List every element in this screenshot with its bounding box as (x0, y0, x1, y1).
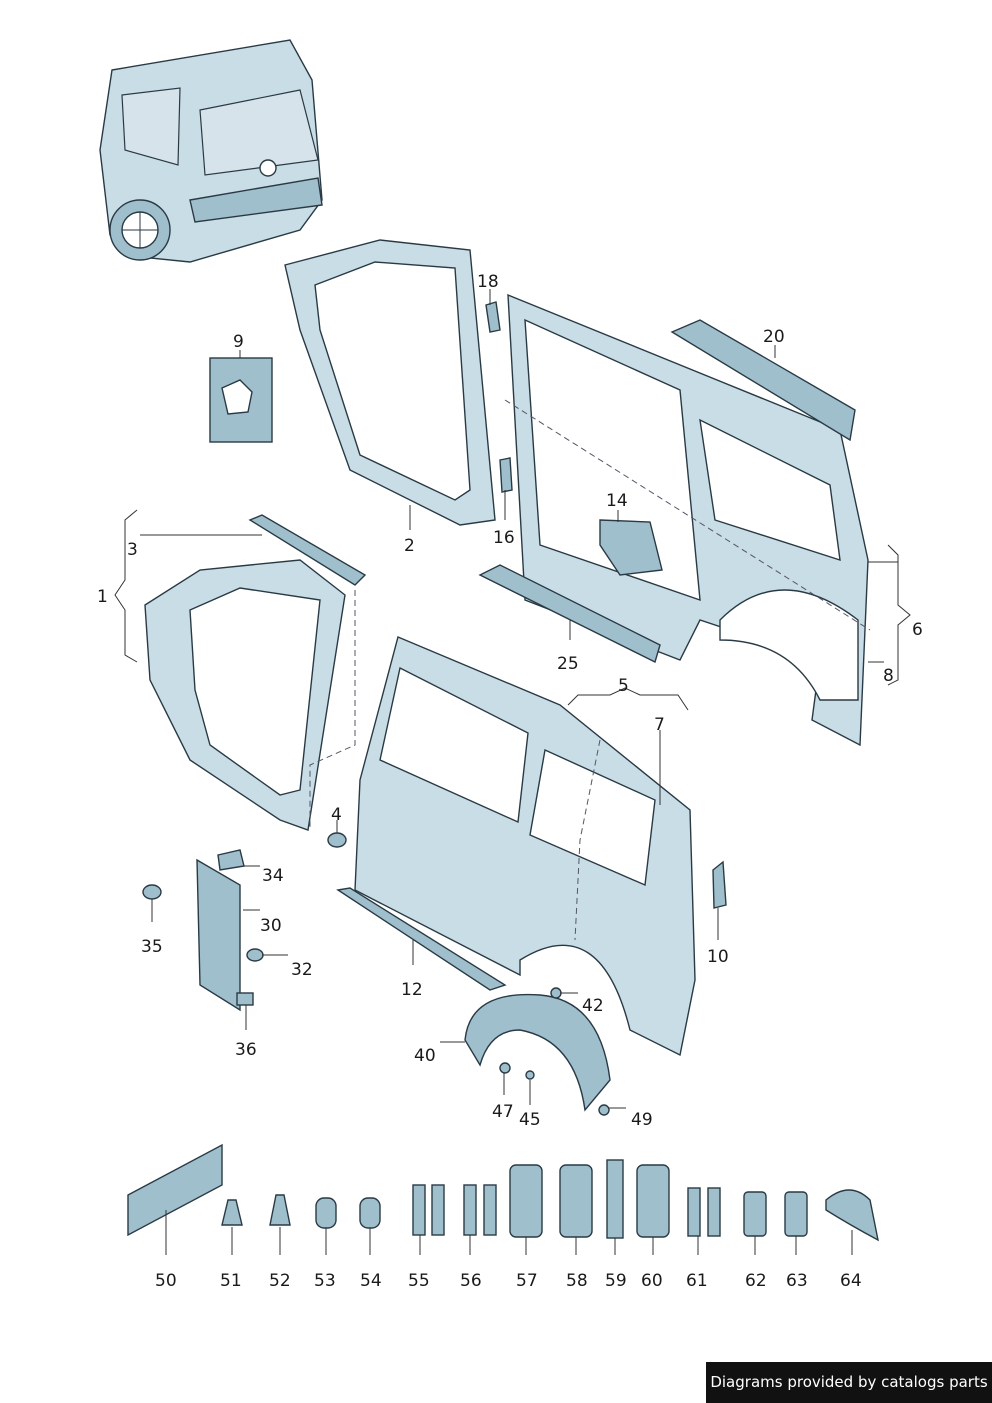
callout-40: 40 (414, 1046, 436, 1066)
fasteners (142, 832, 347, 1006)
callout-57: 57 (516, 1271, 538, 1291)
callout-labels: 1 2 3 4 5 6 7 8 9 10 12 14 16 18 20 25 3… (97, 272, 923, 1291)
callout-60: 60 (641, 1271, 663, 1291)
callout-45: 45 (519, 1110, 541, 1130)
brace-1 (114, 509, 138, 663)
consumables-row (127, 1143, 879, 1242)
callout-64: 64 (840, 1271, 862, 1291)
van-illustration (99, 39, 323, 263)
callout-32: 32 (291, 960, 313, 980)
bracket-14-part (599, 519, 663, 576)
wheelhouse-liner-40-part (464, 993, 611, 1112)
callout-14: 14 (606, 491, 628, 511)
callout-16: 16 (493, 528, 515, 548)
callout-42: 42 (582, 996, 604, 1016)
callout-8: 8 (883, 666, 894, 686)
callout-2: 2 (404, 536, 415, 556)
bracket-16-part (499, 457, 513, 493)
callout-9: 9 (233, 332, 244, 352)
callout-6: 6 (912, 620, 923, 640)
outer-door-frame-part (144, 514, 367, 831)
reinforcement-plate-part (209, 357, 273, 443)
callout-5: 5 (618, 676, 629, 696)
callout-54: 54 (360, 1271, 382, 1291)
leader-lines (140, 289, 898, 1255)
callout-47: 47 (492, 1102, 514, 1122)
sill-25-part (478, 564, 661, 663)
callout-25: 25 (557, 654, 579, 674)
callout-35: 35 (141, 937, 163, 957)
callout-56: 56 (460, 1271, 482, 1291)
callout-30: 30 (260, 916, 282, 936)
brace-5 (567, 687, 689, 711)
callout-53: 53 (314, 1271, 336, 1291)
rear-inner-panel-part (507, 293, 869, 747)
callout-59: 59 (605, 1271, 627, 1291)
pillar-30-part (196, 858, 241, 1012)
callout-3: 3 (127, 540, 138, 560)
callout-1: 1 (97, 587, 108, 607)
callout-10: 10 (707, 947, 729, 967)
brace-6 (887, 544, 911, 686)
callout-58: 58 (566, 1271, 588, 1291)
callout-63: 63 (786, 1271, 808, 1291)
callout-7: 7 (654, 715, 665, 735)
liner-fasteners (499, 987, 610, 1116)
callout-20: 20 (763, 327, 785, 347)
callout-50: 50 (155, 1271, 177, 1291)
dashed-leaders (309, 399, 871, 941)
callout-18: 18 (477, 272, 499, 292)
callout-52: 52 (269, 1271, 291, 1291)
clip-34-part (217, 849, 245, 871)
inner-door-frame-part (284, 239, 496, 526)
bracket-18-part (485, 301, 501, 333)
callout-49: 49 (631, 1110, 653, 1130)
outer-side-panel-part (354, 636, 696, 1057)
callout-55: 55 (408, 1271, 430, 1291)
callout-4: 4 (331, 805, 342, 825)
roof-rail-part (670, 319, 856, 442)
callout-51: 51 (220, 1271, 242, 1291)
credit-banner: Diagrams provided by catalogs parts (706, 1362, 992, 1403)
sill-12-part (336, 887, 507, 991)
callout-36: 36 (235, 1040, 257, 1060)
bracket-10-part (712, 860, 727, 909)
callout-12: 12 (401, 980, 423, 1000)
callout-62: 62 (745, 1271, 767, 1291)
callout-61: 61 (686, 1271, 708, 1291)
callout-34: 34 (262, 866, 284, 886)
